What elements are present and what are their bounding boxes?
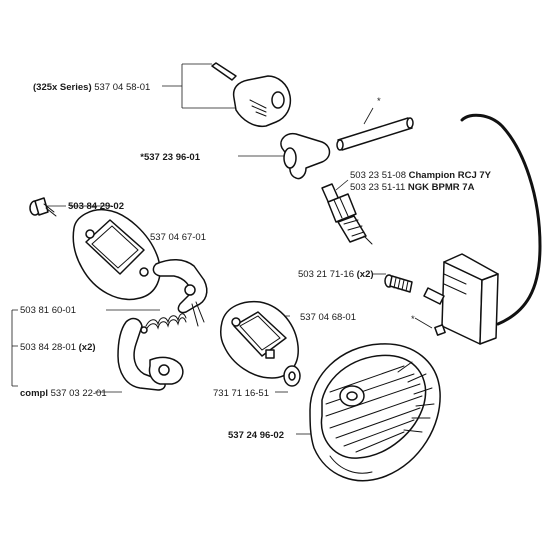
- label-537-24-96-02: 537 24 96-02: [228, 430, 284, 441]
- label-503-21-71-16: 503 21 71-16 (x2): [298, 269, 374, 280]
- ignition-module-part: [423, 253, 499, 345]
- clutch-shoe-lower-part: [117, 317, 184, 391]
- pin-part: [211, 62, 237, 81]
- label-spark-plug-champion: 503 23 51-08 Champion RCJ 7Y: [350, 170, 492, 181]
- flywheel-part: [309, 343, 441, 482]
- label-spark-plug-champion-name: Champion RCJ 7Y: [406, 170, 492, 181]
- label-star-lower: *: [411, 314, 415, 325]
- spark-plug-cover-part: [232, 75, 292, 128]
- module-screw-part: [384, 274, 413, 293]
- label-503-84-28-01: 503 84 28-01 (x2): [20, 342, 96, 353]
- label-503-21-71-16-qty: (x2): [354, 269, 374, 280]
- clutch-plate-lower-part: [219, 300, 299, 379]
- clutch-spring-part: [140, 313, 187, 334]
- spark-plug-boot-part: [280, 132, 331, 180]
- label-503-84-29-02: 503 84 29-02: [68, 201, 124, 212]
- label-spark-plug-ngk: 503 23 51-11 NGK BPMR 7A: [350, 182, 475, 193]
- spark-plug-part: [321, 183, 373, 245]
- clutch-shoe-upper-part: [152, 259, 208, 327]
- label-537-04-68-01: 537 04 68-01: [300, 312, 356, 323]
- ignition-cable-part: [460, 113, 542, 326]
- washer-part: [283, 365, 301, 387]
- label-325x-series-number: 537 04 58-01: [92, 82, 151, 93]
- label-503-21-71-16-number: 503 21 71-16: [298, 269, 354, 280]
- label-compl-537-03-22-01: compl 537 03 22-01: [20, 388, 107, 399]
- label-503-84-28-01-qty: (x2): [76, 342, 96, 353]
- label-503-81-60-01: 503 81 60-01: [20, 305, 76, 316]
- label-compl-number: 537 03 22-01: [48, 388, 107, 399]
- label-325x-series: (325x Series) 537 04 58-01: [33, 82, 150, 93]
- label-325x-series-title: (325x Series): [33, 82, 92, 93]
- tube-part: [336, 117, 414, 151]
- clutch-plate-upper-part: [72, 208, 161, 301]
- label-731-71-16-51: 731 71 16-51: [213, 388, 269, 399]
- label-star-upper: *: [377, 96, 381, 107]
- label-spark-plug-ngk-number: 503 23 51-11: [350, 182, 405, 193]
- label-537-04-67-01: 537 04 67-01: [150, 232, 206, 243]
- part-labels: (325x Series) 537 04 58-01 *537 23 96-01…: [20, 82, 492, 441]
- label-compl-word: compl: [20, 388, 48, 399]
- clutch-screw-part: [29, 197, 57, 217]
- label-spark-plug-ngk-name: NGK BPMR 7A: [405, 182, 474, 193]
- label-spark-plug-champion-number: 503 23 51-08: [350, 170, 406, 181]
- label-537-23-96-01: *537 23 96-01: [140, 152, 200, 163]
- label-503-84-28-01-number: 503 84 28-01: [20, 342, 76, 353]
